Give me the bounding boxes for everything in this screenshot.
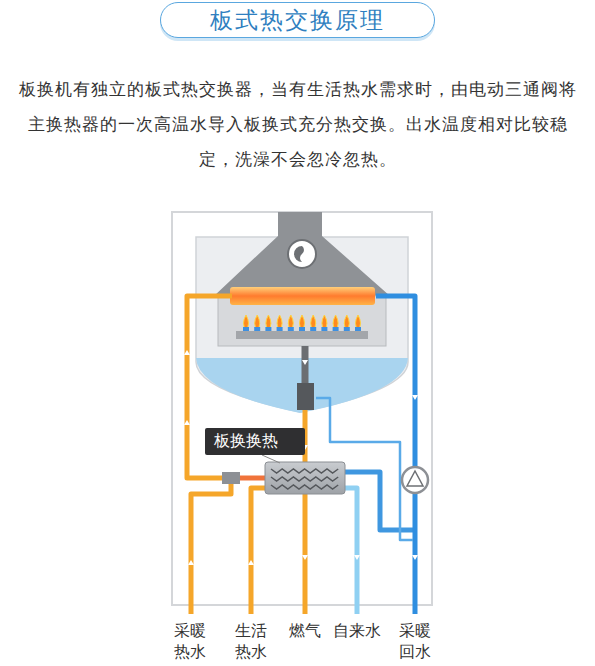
flame-base — [265, 327, 271, 331]
flame-base — [333, 327, 339, 331]
flame-base — [277, 327, 283, 331]
callout-text: 板换换热 — [214, 431, 278, 450]
plate-fins — [271, 469, 338, 489]
flow-arrow — [188, 560, 254, 565]
flame-base — [299, 327, 305, 331]
three-way-valve — [222, 472, 240, 484]
burner — [236, 331, 368, 339]
title-pill: 板式热交换原理 — [160, 2, 435, 38]
pipe-label: 自来水 — [331, 620, 383, 641]
pipe-label: 生活 热水 — [233, 620, 269, 662]
flame — [288, 315, 293, 330]
heating-outlet-pipe — [191, 484, 231, 614]
flame — [255, 315, 260, 330]
pump-symbol — [407, 471, 423, 486]
pipes — [187, 296, 415, 614]
description-text: 板换机有独立的板式热交换器，当有生活热水需求时，由电动三通阀将 主换热器的一次高… — [14, 72, 581, 177]
plate-fin — [271, 469, 338, 473]
flame-base — [321, 327, 327, 331]
flame — [311, 315, 316, 330]
flame — [300, 315, 305, 330]
flow-arrow — [184, 350, 190, 425]
primary-hot-pipe — [240, 476, 266, 481]
callout-box: 板换换热 — [205, 428, 305, 455]
flow-arrows — [184, 350, 418, 565]
pipe-label: 燃气 — [285, 620, 325, 641]
flame — [266, 315, 271, 330]
pipe-label: 采暖 回水 — [397, 620, 433, 662]
leader-line — [262, 455, 280, 463]
flame-base — [310, 327, 316, 331]
main-heat-exchanger — [230, 287, 375, 305]
flame — [277, 315, 282, 330]
flame — [356, 315, 361, 330]
heating-return-pipe — [376, 296, 415, 614]
pipe-label: 采暖 热水 — [172, 620, 208, 662]
plate-fin — [271, 485, 338, 489]
cold-water-pipe — [344, 488, 357, 614]
flame — [333, 315, 338, 330]
flue-hood — [214, 212, 390, 296]
flame-base — [254, 327, 260, 331]
flame-base — [288, 327, 294, 331]
flame — [344, 315, 349, 330]
plate-heat-exchanger — [265, 462, 345, 494]
flame-base — [355, 327, 361, 331]
inner-panel — [196, 237, 408, 412]
fan — [288, 240, 316, 268]
flame-base — [344, 327, 350, 331]
boiler-housing — [172, 212, 432, 605]
pump — [402, 467, 428, 493]
domestic-hot-pipe — [251, 488, 266, 614]
fan-blade — [294, 246, 304, 262]
flow-arrow — [302, 360, 308, 560]
flow-arrow — [354, 395, 418, 560]
flame — [244, 315, 249, 330]
title-text: 板式热交换原理 — [210, 5, 385, 36]
gas-valve — [297, 383, 314, 410]
flame — [322, 315, 327, 330]
plate-fin — [271, 477, 338, 481]
flame-base — [243, 327, 249, 331]
